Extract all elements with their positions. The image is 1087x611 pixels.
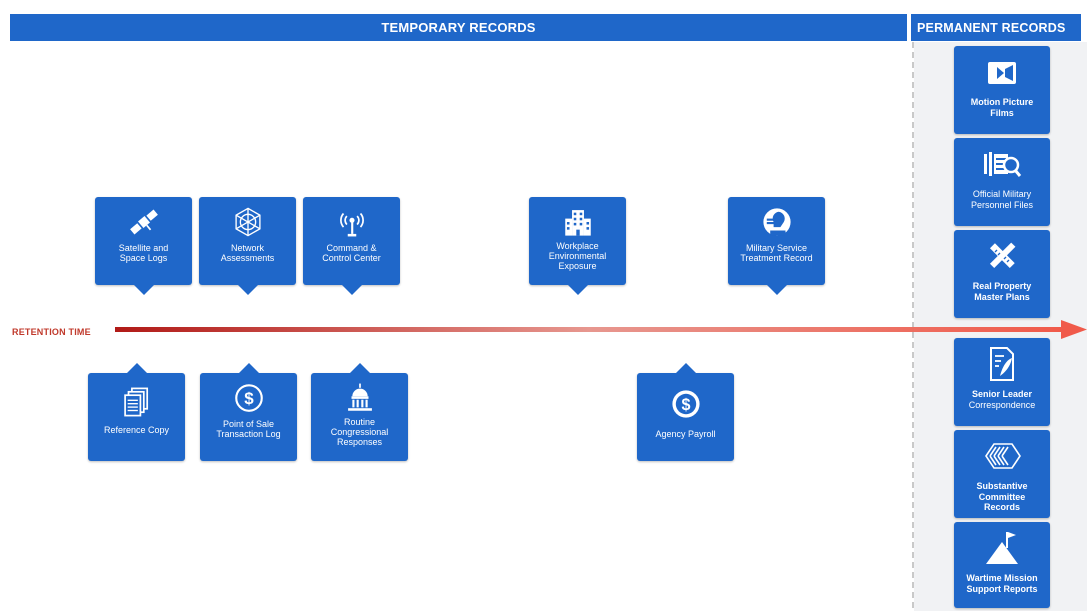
substantive-committee-records-tile[interactable]: Substantive Committee Records xyxy=(954,430,1050,518)
wartime-mission-support-reports-tile[interactable]: Wartime Mission Support Reports xyxy=(954,522,1050,608)
tile-subtitle: Official Military Personnel Files xyxy=(970,189,1034,210)
flag-summit-icon xyxy=(982,528,1022,568)
svg-text:$: $ xyxy=(244,389,254,408)
tile-label: Military Service Treatment Record xyxy=(740,243,813,263)
tile-subtitle: Correspondence xyxy=(968,399,1036,410)
agency-payroll-tile[interactable]: $ Agency Payroll xyxy=(637,363,734,461)
stacked-records-icon xyxy=(982,436,1022,476)
retention-time-label: RETENTION TIME xyxy=(12,327,91,337)
building-icon xyxy=(561,205,595,239)
video-camera-icon xyxy=(982,52,1022,92)
antenna-icon xyxy=(335,205,369,239)
tile-label: Agency Payroll xyxy=(655,429,716,439)
motion-picture-films-tile[interactable]: Motion Picture Films xyxy=(954,46,1050,134)
tile-label: Point of Sale Transaction Log xyxy=(216,419,281,439)
tile-title: Wartime Mission Support Reports xyxy=(966,573,1038,594)
tile-label: Senior Leader Correspondence xyxy=(969,389,1036,410)
tile-title: Senior Leader xyxy=(971,389,1032,399)
pencil-ruler-icon xyxy=(982,236,1022,276)
retention-time-arrow xyxy=(115,320,1087,339)
documents-icon xyxy=(120,385,154,419)
senior-leader-correspondence-tile[interactable]: Senior Leader Correspondence xyxy=(954,338,1050,426)
tile-label: Routine Congressional Responses xyxy=(330,417,389,447)
tile-label: Satellite and Space Logs xyxy=(118,243,169,263)
tile-label: Command & Control Center xyxy=(322,243,381,263)
dollar-circle-icon: $ xyxy=(232,381,266,415)
routine-congressional-responses-tile[interactable]: Routine Congressional Responses xyxy=(311,363,408,461)
temporary-records-header: TEMPORARY RECORDS xyxy=(10,14,907,41)
network-assessments-tile[interactable]: Network Assessments xyxy=(199,197,296,295)
capitol-icon xyxy=(343,381,377,415)
permanent-records-header: PERMANENT RECORDS xyxy=(911,14,1081,41)
section-divider xyxy=(912,42,914,608)
tile-label: Network Assessments xyxy=(220,243,275,263)
money-coin-icon: $ xyxy=(669,387,703,421)
letter-quill-icon xyxy=(982,344,1022,384)
military-service-treatment-record-tile[interactable]: Military Service Treatment Record xyxy=(728,197,825,295)
reference-copy-tile[interactable]: Reference Copy xyxy=(88,363,185,461)
workplace-environmental-exposure-tile[interactable]: Workplace Environmental Exposure xyxy=(529,197,626,295)
satellite-space-logs-tile[interactable]: Satellite and Space Logs xyxy=(95,197,192,295)
network-globe-icon xyxy=(231,205,265,239)
files-search-icon xyxy=(982,144,1022,184)
tile-label: Reference Copy xyxy=(103,425,170,435)
real-property-master-plans-tile[interactable]: Real Property Master Plans xyxy=(954,230,1050,318)
svg-text:$: $ xyxy=(681,396,690,414)
satellite-icon xyxy=(127,205,161,239)
tile-title: Real Property Master Plans xyxy=(972,281,1032,302)
tile-label: Official Military Personnel Files xyxy=(971,189,1033,210)
command-control-center-tile[interactable]: Command & Control Center xyxy=(303,197,400,295)
saluting-soldier-icon xyxy=(760,205,794,239)
point-of-sale-transaction-log-tile[interactable]: $ Point of Sale Transaction Log xyxy=(200,363,297,461)
tile-title: Motion Picture Films xyxy=(970,97,1034,118)
tile-label: Workplace Environmental Exposure xyxy=(548,241,607,271)
tile-title: Substantive Committee Records xyxy=(976,481,1028,512)
official-military-personnel-files-tile[interactable]: Official Military Personnel Files xyxy=(954,138,1050,226)
